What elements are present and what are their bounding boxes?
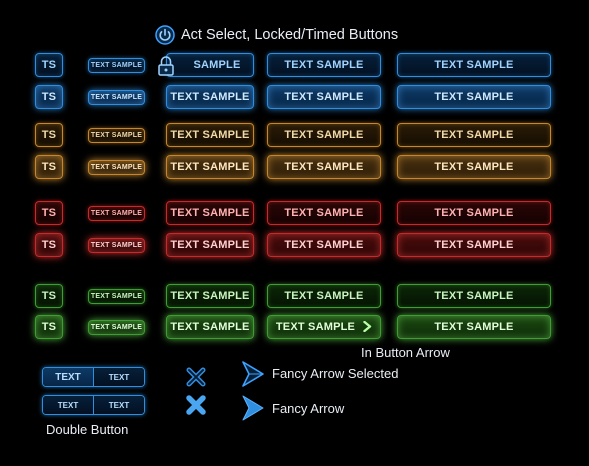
ts-button-green-1[interactable]: TS xyxy=(35,284,63,308)
ts-button-red-1[interactable]: TS xyxy=(35,201,63,225)
double-button-label: Double Button xyxy=(46,422,129,437)
chevron-right-icon xyxy=(363,320,372,335)
medium-button-red-1[interactable]: TEXT SAMPLE xyxy=(267,201,381,225)
double-button-2-right[interactable]: TEXT xyxy=(94,396,144,414)
ts-button-blue-2[interactable]: TS xyxy=(35,85,63,109)
fancy-arrow-label: Fancy Arrow xyxy=(272,401,345,416)
large-button-amber-1[interactable]: TEXT SAMPLE xyxy=(397,123,551,147)
small-button-amber-1[interactable]: TEXT SAMPLE xyxy=(88,128,145,143)
power-icon xyxy=(155,25,175,45)
ts-button-red-2[interactable]: TS xyxy=(35,233,63,257)
large-button-amber-2[interactable]: TEXT SAMPLE xyxy=(397,155,551,179)
header: Act Select, Locked/Timed Buttons xyxy=(155,22,398,48)
medium-button-amber-2[interactable]: TEXT SAMPLE xyxy=(267,155,381,179)
small-button-green-2[interactable]: TEXT SAMPLE xyxy=(88,320,145,335)
arrow-button-green[interactable]: TEXT SAMPLE xyxy=(267,315,381,339)
fancy-arrow-selected-label: Fancy Arrow Selected xyxy=(272,366,399,381)
medium-button-amber-1[interactable]: TEXT SAMPLE xyxy=(267,123,381,147)
close-icon-selected[interactable] xyxy=(185,394,207,416)
short-button-red-1[interactable]: TEXT SAMPLE xyxy=(166,201,254,225)
lock-icon xyxy=(158,56,174,76)
double-button-1-right[interactable]: TEXT xyxy=(94,368,144,386)
ts-button-blue-1[interactable]: TS xyxy=(35,53,63,77)
short-button-red-2[interactable]: TEXT SAMPLE xyxy=(166,233,254,257)
small-button-green-1[interactable]: TEXT SAMPLE xyxy=(88,289,145,304)
short-button-amber-2[interactable]: TEXT SAMPLE xyxy=(166,155,254,179)
small-button-red-2[interactable]: TEXT SAMPLE xyxy=(88,238,145,253)
short-button-amber-1[interactable]: TEXT SAMPLE xyxy=(166,123,254,147)
double-button-2-left[interactable]: TEXT xyxy=(43,396,94,414)
medium-button-red-2[interactable]: TEXT SAMPLE xyxy=(267,233,381,257)
large-button-blue-2[interactable]: TEXT SAMPLE xyxy=(397,85,551,109)
large-button-green-1[interactable]: TEXT SAMPLE xyxy=(397,284,551,308)
fancy-arrow-icon[interactable] xyxy=(241,394,265,422)
double-button-1[interactable]: TEXT TEXT xyxy=(42,367,145,387)
large-button-red-2[interactable]: TEXT SAMPLE xyxy=(397,233,551,257)
close-icon[interactable] xyxy=(185,366,207,388)
ts-button-amber-1[interactable]: TS xyxy=(35,123,63,147)
small-button-blue-2[interactable]: TEXT SAMPLE xyxy=(88,90,145,105)
large-button-green-2[interactable]: TEXT SAMPLE xyxy=(397,315,551,339)
small-button-amber-2[interactable]: TEXT SAMPLE xyxy=(88,160,145,175)
short-button-green-2[interactable]: TEXT SAMPLE xyxy=(166,315,254,339)
double-button-2[interactable]: TEXT TEXT xyxy=(42,395,145,415)
double-button-1-left[interactable]: TEXT xyxy=(43,368,94,386)
fancy-arrow-selected-icon[interactable] xyxy=(241,360,265,388)
in-button-arrow-label: In Button Arrow xyxy=(361,345,450,360)
medium-button-blue-2[interactable]: TEXT SAMPLE xyxy=(267,85,381,109)
large-button-red-1[interactable]: TEXT SAMPLE xyxy=(397,201,551,225)
small-button-blue-1[interactable]: TEXT SAMPLE xyxy=(88,58,145,73)
short-button-blue-2[interactable]: TEXT SAMPLE xyxy=(166,85,254,109)
medium-button-green-1[interactable]: TEXT SAMPLE xyxy=(267,284,381,308)
large-button-blue-1[interactable]: TEXT SAMPLE xyxy=(397,53,551,77)
page-title: Act Select, Locked/Timed Buttons xyxy=(181,27,399,43)
short-button-green-1[interactable]: TEXT SAMPLE xyxy=(166,284,254,308)
medium-button-blue-1[interactable]: TEXT SAMPLE xyxy=(267,53,381,77)
small-button-red-1[interactable]: TEXT SAMPLE xyxy=(88,206,145,221)
ts-button-amber-2[interactable]: TS xyxy=(35,155,63,179)
locked-button-blue[interactable]: SAMPLE xyxy=(166,53,254,77)
ts-button-green-2[interactable]: TS xyxy=(35,315,63,339)
